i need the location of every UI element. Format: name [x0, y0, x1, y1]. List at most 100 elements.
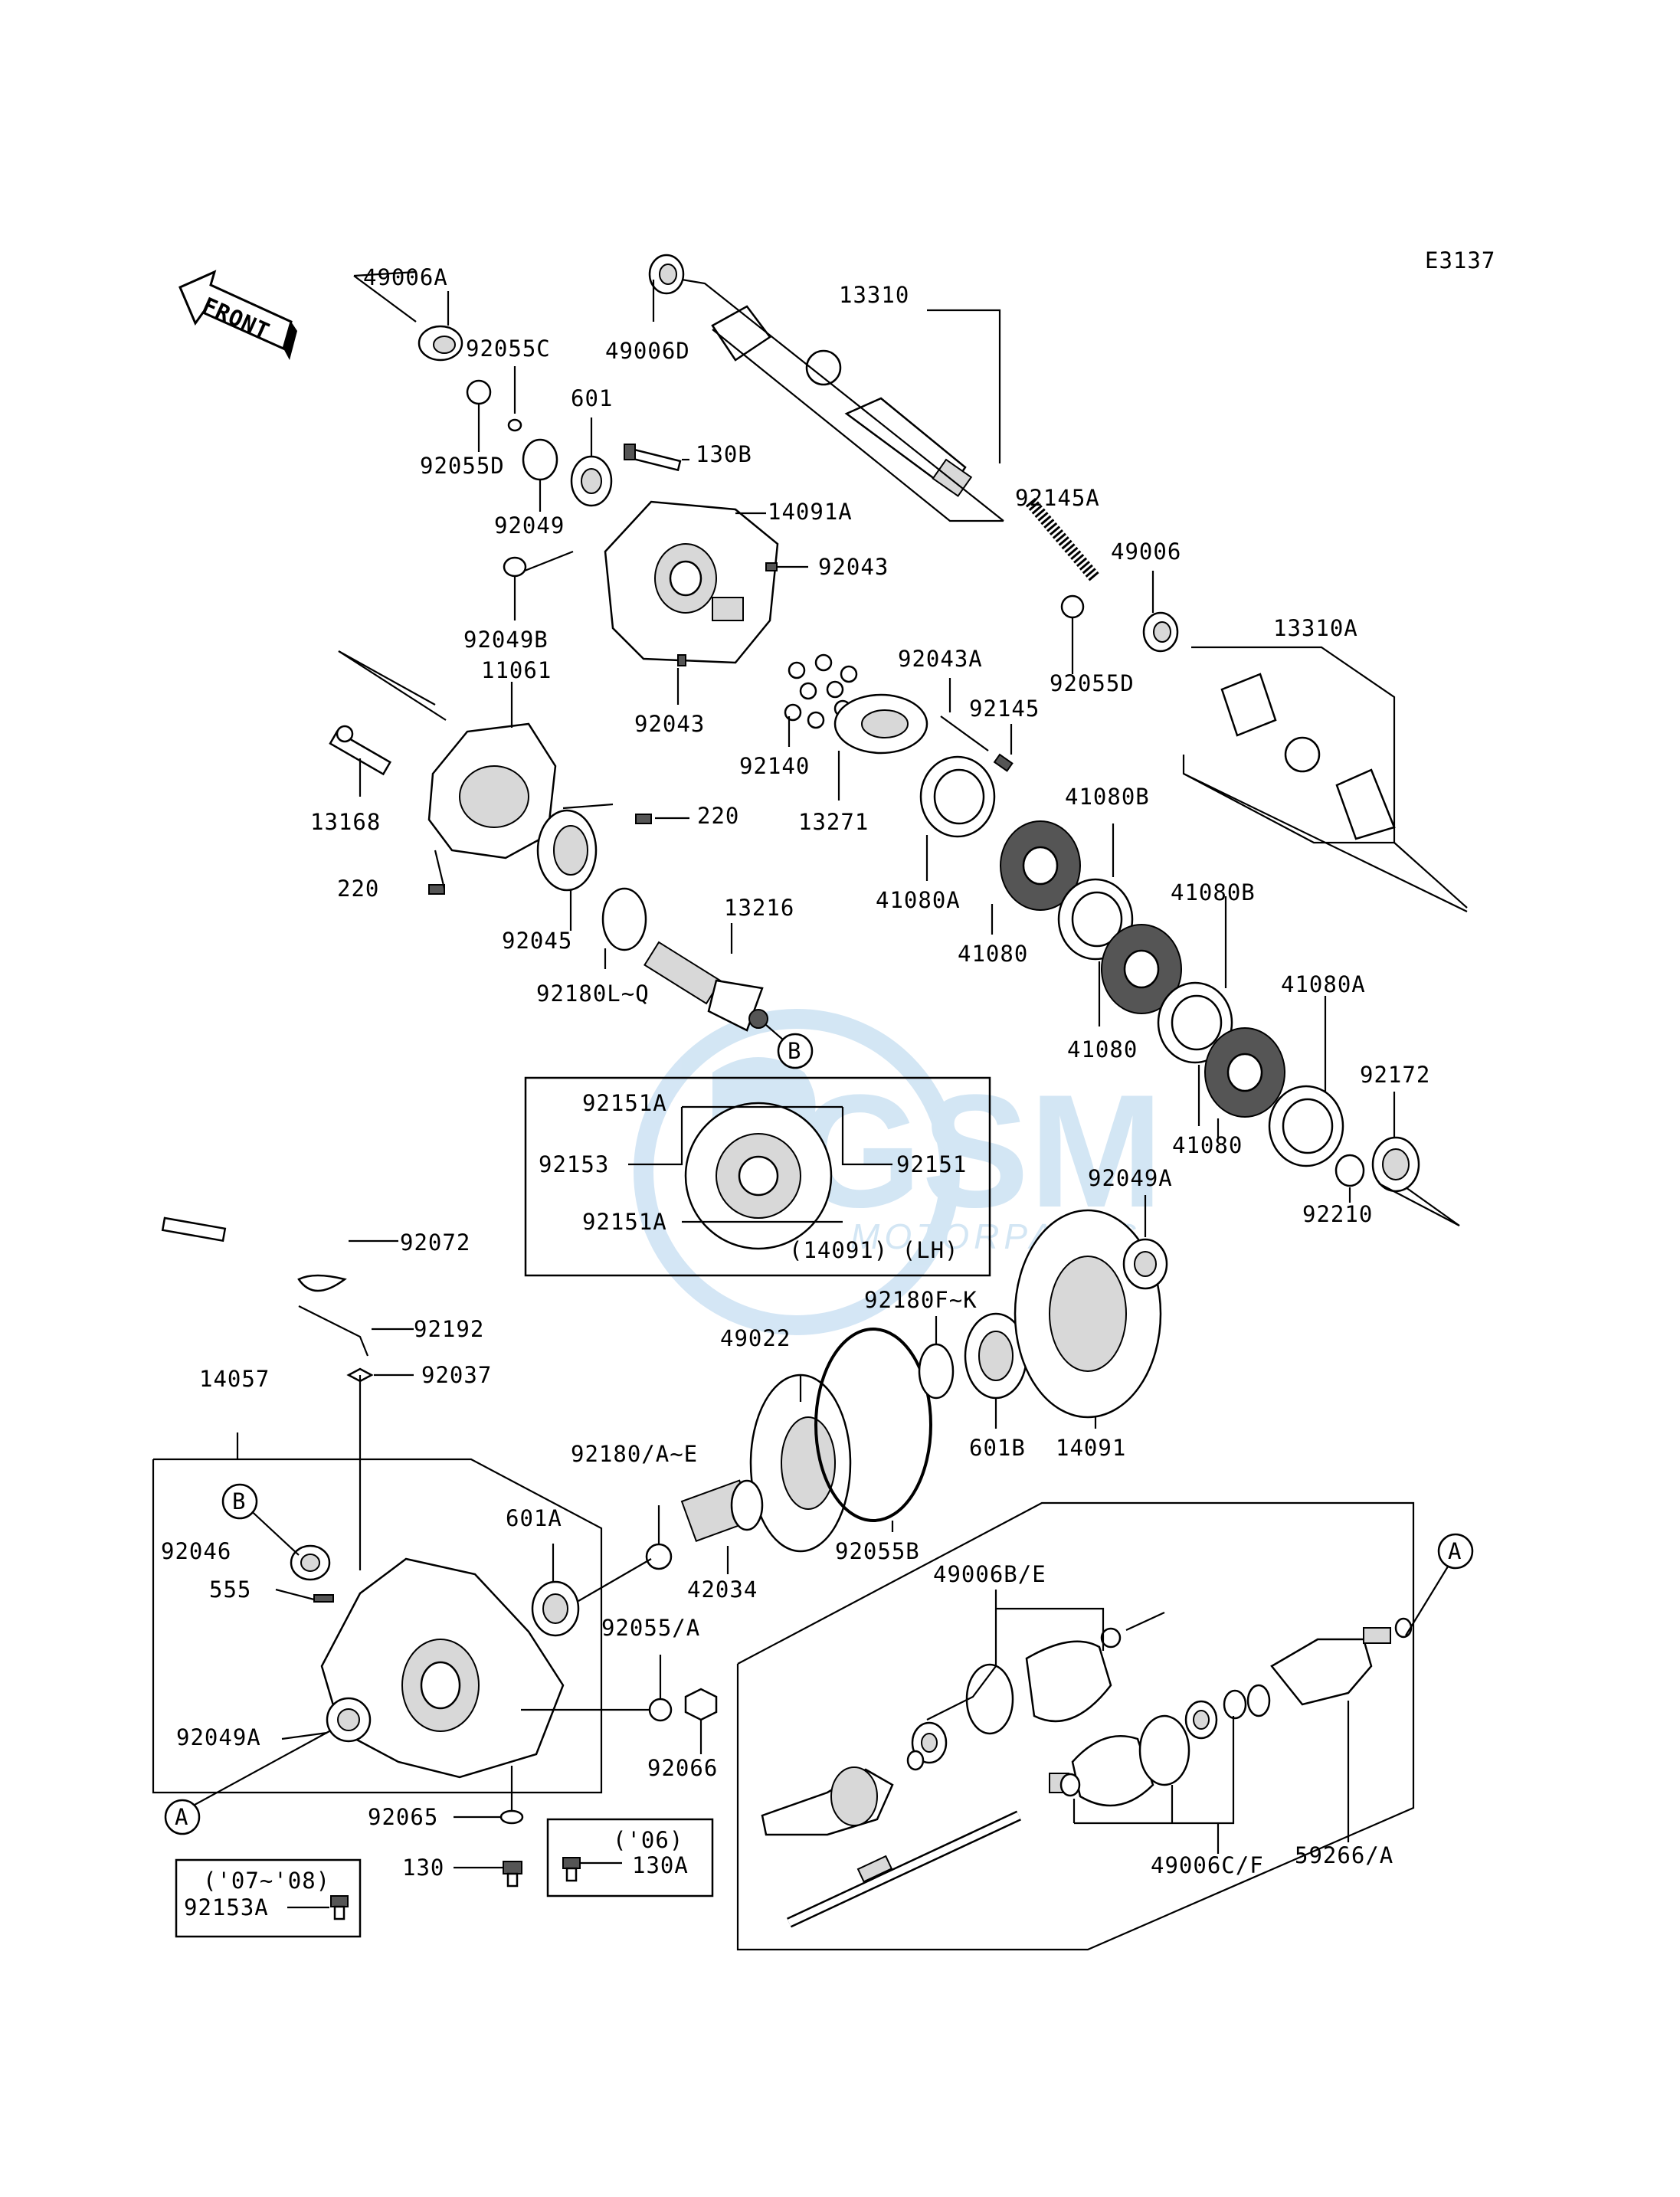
label-92151: 92151	[896, 1151, 967, 1177]
label-41080A-b: 41080A	[1281, 971, 1366, 997]
year-06-box	[546, 1818, 714, 1897]
part-labels: 49006A 13310 49006D 92055C 601 92055D 13…	[161, 264, 1430, 1920]
bolt-220-left-icon	[428, 884, 445, 895]
seal-92049-icon	[522, 438, 558, 481]
gear-case-14057-frame	[152, 1458, 603, 1794]
drive-shaft-59266A-icon	[761, 1766, 1069, 1928]
cv-housing-outer-icon	[1270, 1627, 1391, 1706]
circlip-middle-icon	[1223, 1689, 1247, 1720]
cover-11061-icon	[427, 722, 557, 859]
pin-555-icon	[313, 1594, 334, 1603]
shaft-piece-top-icon	[161, 1216, 227, 1243]
label-601A: 601A	[506, 1505, 562, 1531]
label-92055D: 92055D	[1050, 670, 1135, 696]
bearing-601-inner	[581, 468, 602, 494]
label-41080-b: 41080	[1067, 1036, 1138, 1062]
clutch-plate-41080B-2-icon	[1157, 981, 1233, 1064]
gear-case-14057-icon	[320, 1557, 565, 1779]
label-92180LQ: 92180L~Q	[536, 981, 650, 1007]
spring-92145-icon	[993, 753, 1014, 772]
friction-disc-41080-2-icon	[1101, 924, 1182, 1014]
propeller-shaft-13310-icon	[711, 305, 973, 497]
case-14091-lh-icon	[684, 1102, 833, 1250]
label-92172: 92172	[1360, 1062, 1430, 1088]
label-41080-a: 41080	[958, 941, 1028, 967]
callout-B-left: B	[221, 1483, 258, 1520]
seal-49006A-icon	[418, 325, 463, 362]
clutch-plate-41080A-2-icon	[1268, 1085, 1344, 1167]
label-130: 130	[402, 1855, 444, 1881]
gasket-92055B-icon	[814, 1328, 932, 1522]
watermark-globe-icon	[634, 1009, 960, 1335]
spring-92145A-icon	[1025, 497, 1101, 583]
shim-92180AE-icon	[645, 1543, 673, 1570]
diagram-code: E3137	[1425, 247, 1495, 273]
label-92065: 92065	[368, 1804, 438, 1830]
callout-A-right: A	[1437, 1533, 1474, 1570]
clip-92072-icon	[297, 1274, 347, 1292]
oring-92055A-icon	[648, 1698, 673, 1722]
differential-42034-icon	[680, 1479, 764, 1542]
label-13271: 13271	[798, 809, 869, 835]
label-92140: 92140	[739, 753, 810, 779]
front-arrow-icon: FRONT	[178, 270, 297, 360]
pin-92043A-icon	[940, 715, 989, 751]
oring-92210-icon	[1335, 1154, 1365, 1187]
callout-A-left-label: A	[175, 1804, 188, 1830]
callout-B-top-label: B	[788, 1038, 801, 1064]
bolt-92153A-icon	[330, 1895, 349, 1920]
label-13216: 13216	[724, 895, 794, 921]
callout-B-left-label: B	[232, 1488, 246, 1514]
pin-92043-bottom-icon	[677, 654, 686, 666]
case-14091A-icon	[604, 500, 779, 664]
label-92043-b: 92043	[634, 711, 705, 737]
label-41080-c: 41080	[1172, 1132, 1243, 1158]
label-92049A-a: 92049A	[1088, 1165, 1173, 1191]
bearing-92046-icon	[290, 1544, 331, 1581]
lh-case-inset-box	[524, 1076, 991, 1277]
label-92049: 92049	[494, 512, 565, 539]
shaft-13168-icon	[329, 725, 391, 776]
callout-A-right-label: A	[1448, 1538, 1462, 1564]
label-14091A: 14091A	[768, 499, 853, 525]
drive-shaft-59266A-frame	[736, 1501, 1415, 1951]
label-92049B: 92049B	[463, 627, 549, 653]
seal-92172-icon	[1371, 1136, 1420, 1193]
label-07-08: ('07~'08)	[203, 1868, 330, 1894]
label-92049A-b: 92049A	[176, 1724, 261, 1750]
label-601: 601	[571, 385, 613, 411]
bearing-601B-icon	[964, 1312, 1028, 1400]
propeller-shaft-13310A-icon	[1220, 673, 1396, 840]
label-14057: 14057	[199, 1366, 270, 1392]
label-130A: 130A	[632, 1852, 689, 1878]
oring-92055D-right-icon	[1060, 594, 1085, 619]
label-41080B-a: 41080B	[1065, 784, 1150, 810]
watermark: GSM MOTORPARTS	[634, 1009, 1163, 1335]
bolt-130-icon	[503, 1861, 522, 1888]
boot-inner-icon	[1071, 1735, 1154, 1807]
label-130B: 130B	[696, 441, 752, 467]
label-59266A: 59266/A	[1295, 1842, 1393, 1868]
circlip-right-icon	[1246, 1684, 1271, 1717]
label-11061: 11061	[481, 657, 552, 683]
label-92151A-b: 92151A	[582, 1209, 667, 1235]
friction-disc-41080-3-icon	[1204, 1027, 1285, 1118]
clip-small-bottom-icon	[1059, 1773, 1081, 1797]
label-14091-lh: (14091) (LH)	[789, 1237, 959, 1263]
pin-92043-top-icon	[765, 562, 778, 571]
label-13310A: 13310A	[1273, 615, 1358, 641]
label-92145A: 92145A	[1015, 485, 1100, 511]
label-92043A: 92043A	[898, 646, 983, 672]
inset-leader-92151	[841, 1107, 892, 1166]
label-49006A: 49006A	[363, 264, 448, 290]
friction-disc-41080-1-icon	[1000, 820, 1081, 911]
leader-lines	[177, 270, 1468, 1909]
label-49006D: 49006D	[605, 338, 690, 364]
label-14091: 14091	[1056, 1435, 1126, 1461]
label-49022: 49022	[720, 1325, 791, 1351]
washer-92065-icon	[499, 1809, 524, 1825]
label-92192: 92192	[414, 1316, 484, 1342]
label-92180FK: 92180F~K	[864, 1287, 978, 1313]
